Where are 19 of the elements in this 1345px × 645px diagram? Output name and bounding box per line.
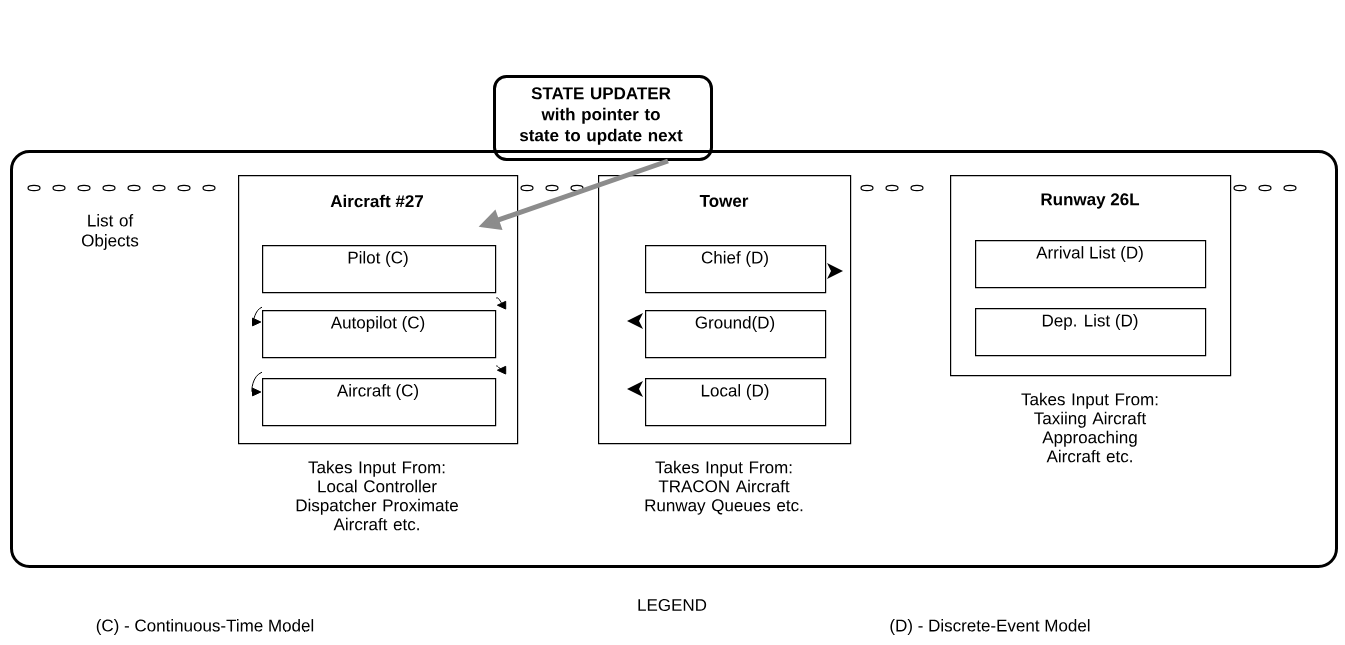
- model-box: Local (D): [645, 378, 827, 427]
- legend-text: (D) - Discrete-Event Model: [890, 619, 1090, 635]
- input-note: Takes Input From: TRACON Aircraft Runway Queues etc.: [645, 460, 803, 515]
- model-box: Ground(D): [645, 310, 827, 359]
- input-note: Takes Input From: Local Controller Dispatcher Proximate Aircraft etc.: [296, 460, 458, 531]
- arrow: [495, 297, 507, 310]
- model-box: Aircraft (C): [262, 378, 497, 427]
- model-box: Arrival List (D): [975, 240, 1207, 289]
- legend-text: LEGEND: [638, 598, 707, 611]
- model-box: Autopilot (C): [262, 310, 497, 359]
- arrow: [251, 306, 263, 327]
- callout-box: STATE UPDATER with pointer to state to update next: [493, 75, 713, 161]
- arrow: [495, 365, 507, 375]
- model-box: Dep. List (D): [975, 308, 1207, 357]
- model-box: Pilot (C): [262, 245, 497, 294]
- input-note: Takes Input From: Taxiing Aircraft Approaching Aircraft etc.: [1021, 392, 1158, 463]
- model-box: Chief (D): [645, 245, 827, 294]
- legend-text: (C) - Continuous-Time Model: [96, 619, 314, 635]
- arrow: [251, 371, 263, 397]
